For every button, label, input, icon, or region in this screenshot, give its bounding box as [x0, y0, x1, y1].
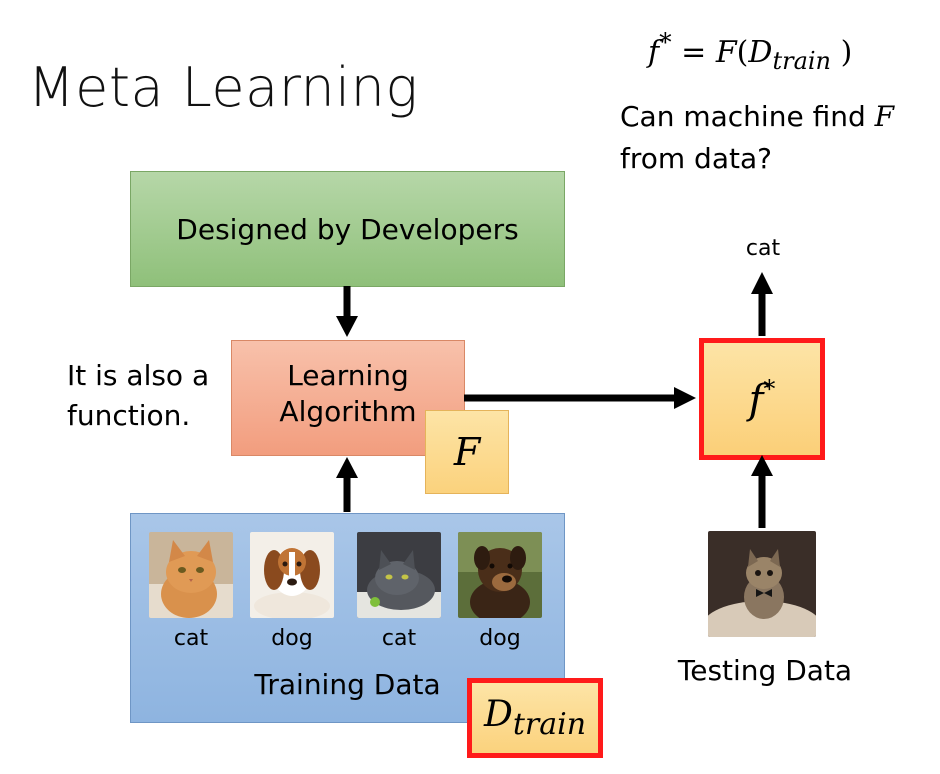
arrow-fstar-to-output: [751, 272, 773, 336]
designed-by-developers-box: Designed by Developers: [130, 171, 565, 287]
training-data-box: cat dog cat: [130, 513, 565, 723]
training-label-3: cat: [381, 626, 417, 651]
training-data-label: Training Data: [254, 668, 441, 701]
learning-algorithm-label: Learning Algorithm: [279, 358, 416, 438]
dtrain-sub: train: [512, 707, 587, 742]
fstar-label: f*: [749, 375, 776, 423]
learning-label-line-1: Learning: [287, 359, 409, 392]
testing-image: [708, 531, 816, 637]
F-label-box: F: [425, 410, 509, 494]
formula-fstar: f*: [648, 28, 672, 70]
formula-f: f: [648, 35, 660, 70]
training-label-4: dog: [479, 626, 521, 651]
arrow-testing-to-fstar: [751, 455, 773, 528]
fstar-box: f*: [699, 338, 825, 460]
fstar-star: *: [763, 375, 776, 403]
fstar-f: f: [748, 377, 764, 423]
training-label-2: dog: [271, 626, 313, 651]
formula-equals: =: [681, 35, 707, 70]
training-image-4: [458, 532, 542, 618]
function-note: It is also a function.: [67, 356, 209, 436]
question-text: Can machine find F from data?: [620, 96, 920, 180]
formula-star: *: [659, 28, 672, 57]
question-var-F: F: [874, 100, 895, 133]
arrow-designed-to-learning: [336, 286, 358, 337]
F-label: F: [453, 430, 481, 474]
dtrain-label: Dtrain: [484, 694, 586, 742]
question-line-2: from data?: [620, 142, 772, 175]
formula-open-paren: (: [736, 35, 749, 70]
training-image-3: [357, 532, 441, 618]
learning-label-line-2: Algorithm: [279, 395, 417, 428]
cat-image: [708, 531, 816, 637]
training-image-2: [250, 532, 334, 618]
output-label: cat: [745, 236, 781, 261]
slide-title: Meta Learning: [28, 56, 419, 119]
formula: f* = F(Dtrain ): [648, 28, 852, 75]
question-line-1-text: Can machine find: [620, 100, 875, 133]
dog-image: [458, 532, 542, 618]
cat-image: [357, 532, 441, 618]
formula-sub-train: train: [772, 47, 832, 75]
arrow-learning-to-fstar: [464, 387, 696, 409]
testing-data-label: Testing Data: [677, 654, 853, 687]
training-image-1: [149, 532, 233, 618]
formula-D: D: [748, 35, 773, 70]
formula-close-paren: ): [840, 35, 853, 70]
question-line-1: Can machine find F: [620, 96, 920, 138]
training-label-1: cat: [173, 626, 209, 651]
arrow-training-to-learning: [336, 457, 358, 512]
dtrain-D: D: [483, 694, 513, 735]
dtrain-box: Dtrain: [467, 678, 603, 758]
cat-image: [149, 532, 233, 618]
note-line-2: function.: [67, 399, 191, 432]
note-line-1: It is also a: [67, 359, 210, 392]
designed-box-label: Designed by Developers: [176, 212, 519, 246]
formula-F: F: [715, 35, 737, 70]
dog-image: [250, 532, 334, 618]
